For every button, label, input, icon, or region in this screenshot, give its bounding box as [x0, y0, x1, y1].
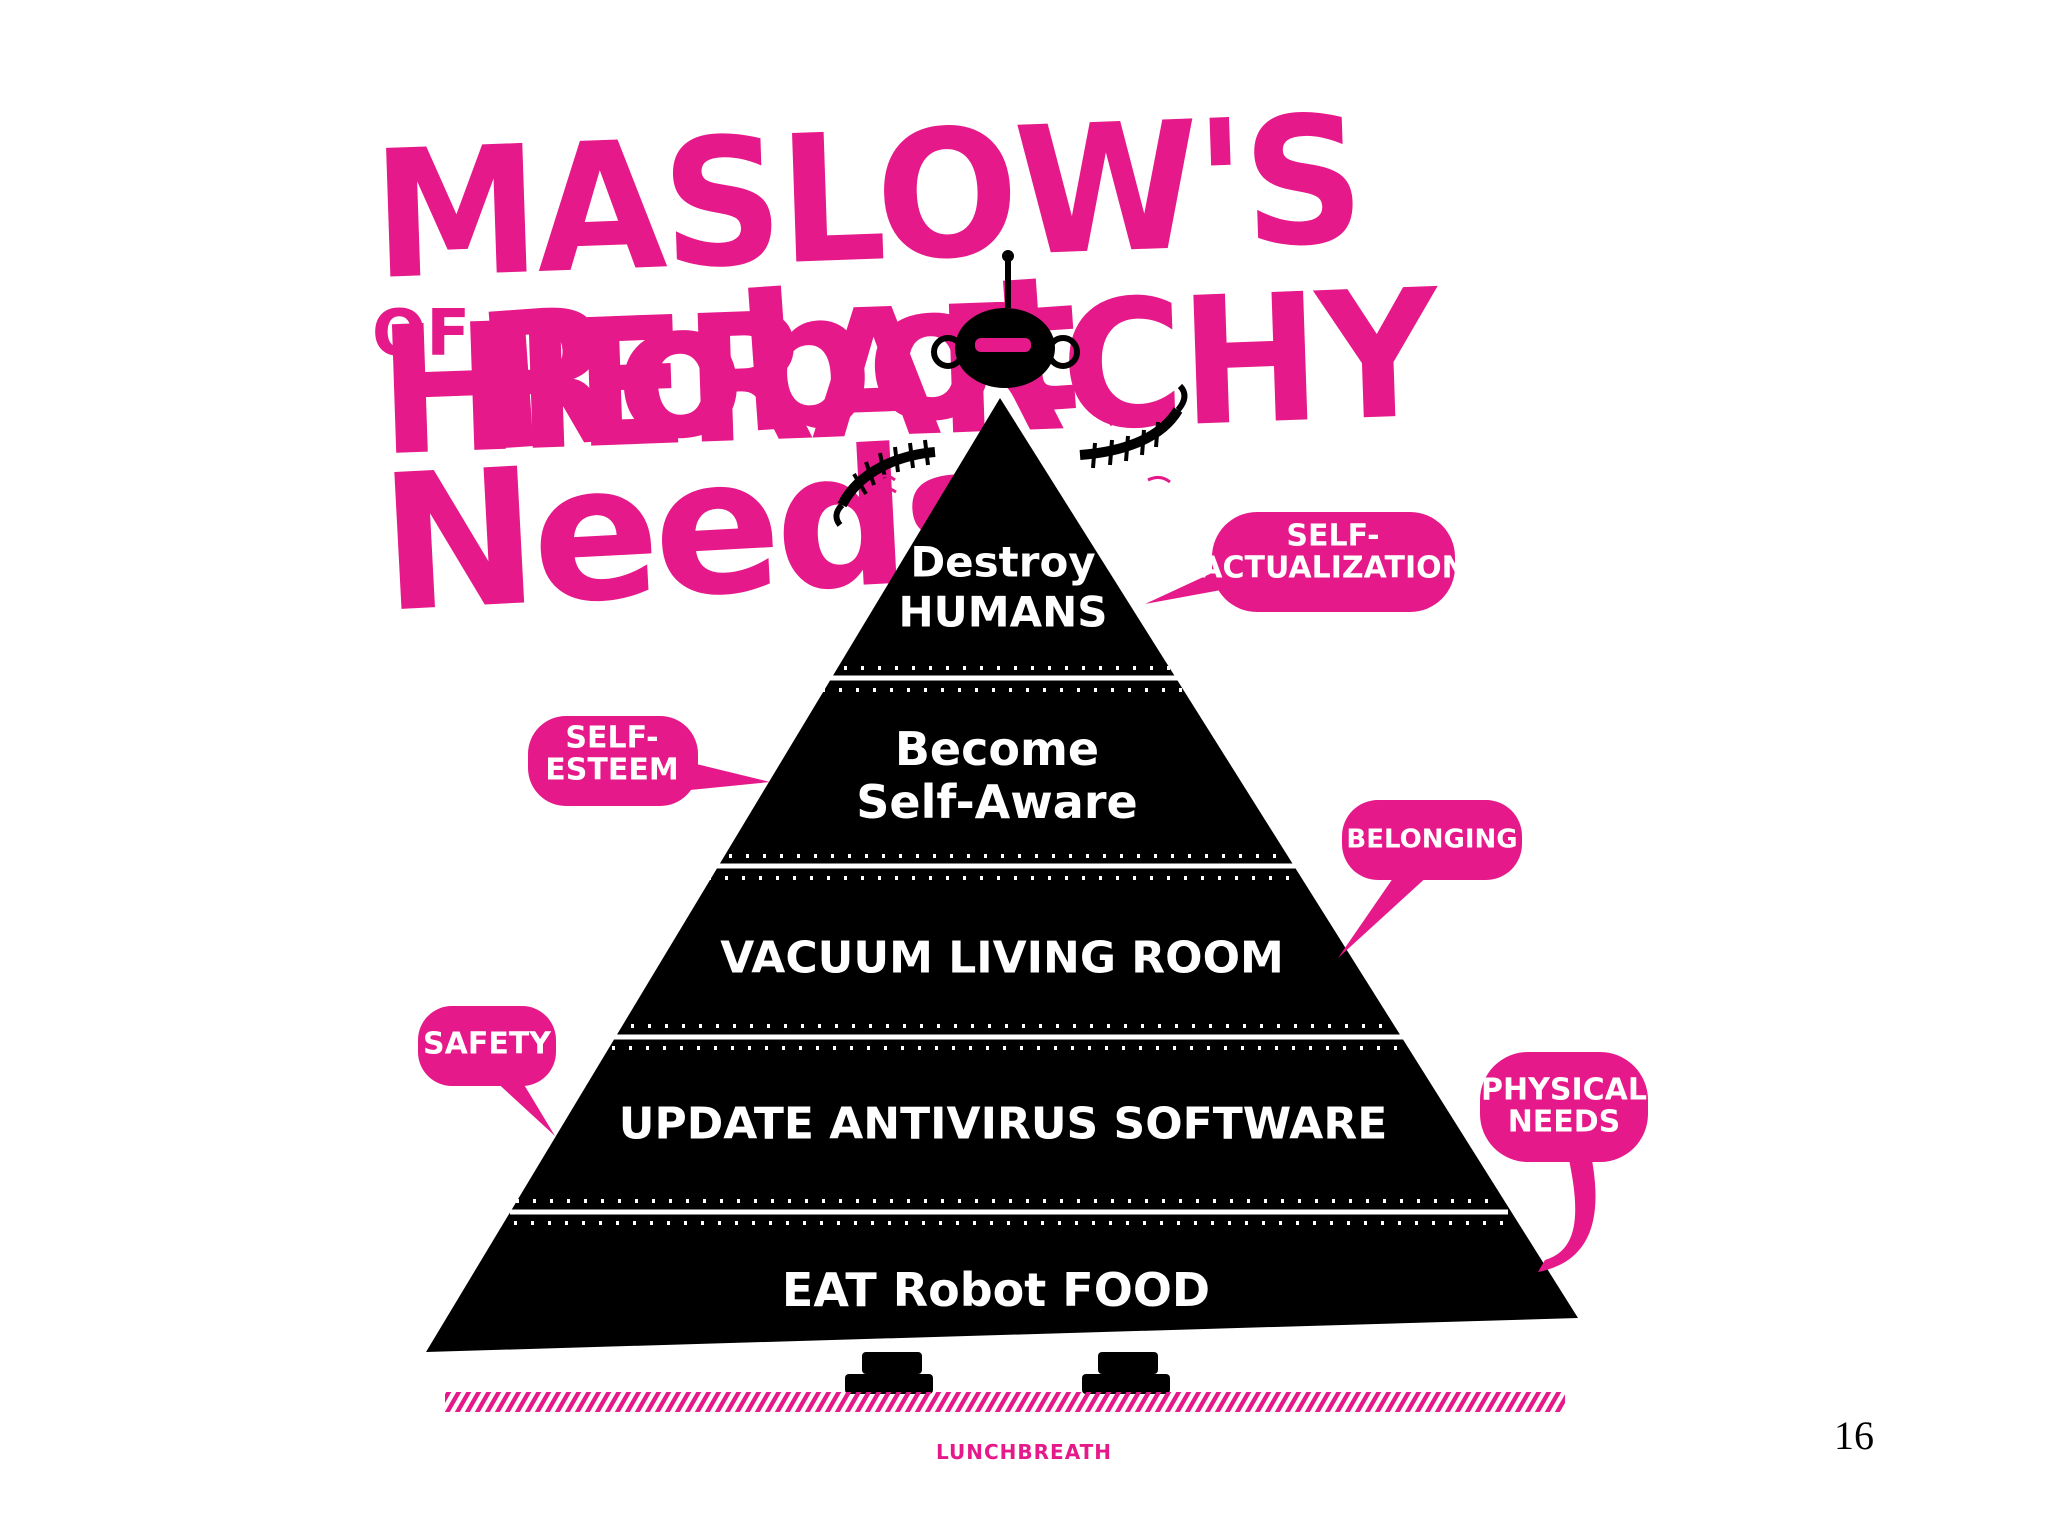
- tier-divider: [705, 854, 1300, 880]
- callout-label-physical-needs: PHYSICAL NEEDS: [1481, 1072, 1647, 1139]
- tier-label-safety: UPDATE ANTIVIRUS SOFTWARE: [618, 1098, 1388, 1150]
- callout-label-safety: SAFETY: [423, 1026, 551, 1062]
- robot-head: [931, 250, 1080, 388]
- callout-self-actualization: [1145, 512, 1455, 612]
- tier-label-physical-needs: EAT Robot FOOD: [781, 1263, 1211, 1317]
- tier-divider: [510, 1199, 1508, 1225]
- callout-label-self-actualization: SELF- ACTUALIZATION: [1199, 518, 1467, 585]
- callout-label-belonging: BELONGING: [1346, 824, 1518, 855]
- pyramid-body: [426, 398, 1578, 1352]
- callout-self-esteem: [528, 716, 770, 806]
- callout-belonging: [1338, 800, 1522, 958]
- tier-dividers: [510, 666, 1508, 1225]
- tier-divider: [800, 666, 1198, 692]
- artist-credit: LUNCHBREATH: [935, 1440, 1113, 1464]
- motion-marks: [871, 419, 1171, 494]
- robot-left-arm: [833, 439, 936, 527]
- tier-label-self-actualization: Destroy HUMANS: [898, 537, 1108, 637]
- robot-feet: [845, 1352, 1170, 1394]
- page-number: 16: [1834, 1413, 1874, 1458]
- tier-divider: [608, 1024, 1406, 1050]
- callout-label-self-esteem: SELF- ESTEEM: [545, 720, 679, 787]
- callout-physical-needs: [1480, 1052, 1648, 1272]
- title-of: OF: [372, 297, 471, 371]
- tier-label-belonging: VACUUM LIVING ROOM: [720, 932, 1284, 984]
- robot-right-arm: [1079, 383, 1188, 469]
- callout-safety: [418, 1006, 556, 1136]
- tier-label-self-esteem: Become Self-Aware: [856, 722, 1138, 829]
- ground-strip: [445, 1392, 1565, 1412]
